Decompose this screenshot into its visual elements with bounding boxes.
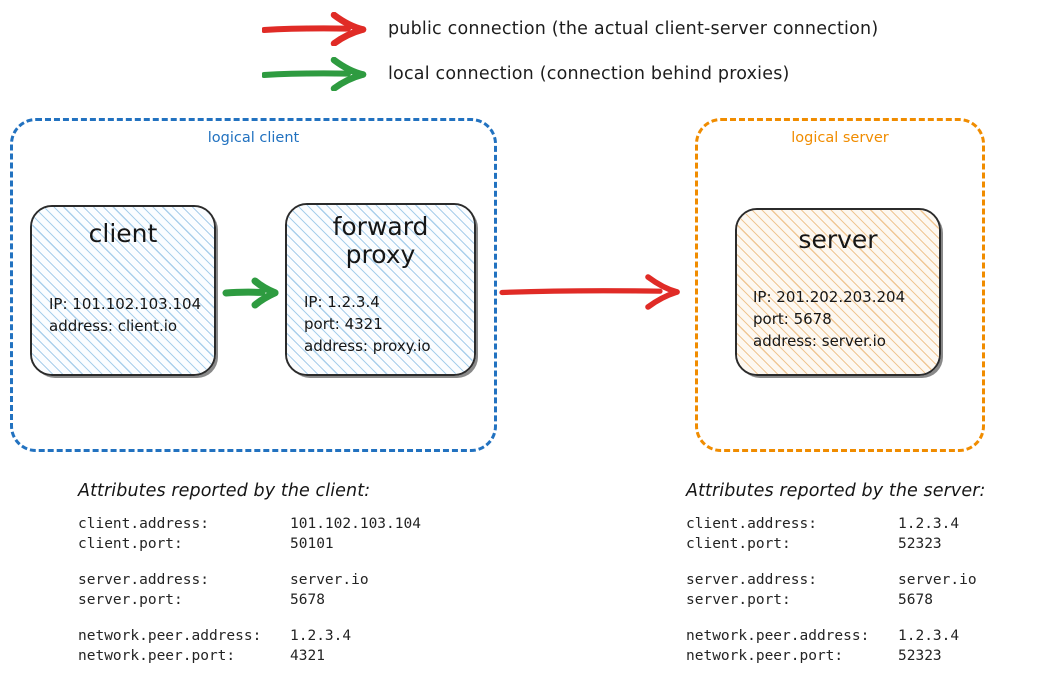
node-forward-proxy-title: forward proxy xyxy=(332,212,429,269)
attr-key: network.peer.address: xyxy=(78,628,262,644)
attr-value: 5678 xyxy=(290,592,325,608)
node-server-title: server xyxy=(798,225,878,254)
attr-key: server.port: xyxy=(78,592,183,608)
attr-value: 52323 xyxy=(898,536,942,552)
table-row: network.peer.address: 1.2.3.4 xyxy=(686,626,986,646)
table-row: client.address: 1.2.3.4 xyxy=(686,514,986,534)
server-hatch-fill xyxy=(737,210,939,374)
node-forward-proxy-properties: IP: 1.2.3.4 port: 4321 address: proxy.io xyxy=(304,291,431,357)
node-client-title: client xyxy=(88,219,158,248)
logical-client-container: logical client xyxy=(10,118,497,452)
attr-key: client.address: xyxy=(686,516,817,532)
node-client-prop-address: address: client.io xyxy=(49,317,178,336)
attr-key: server.address: xyxy=(78,572,209,588)
node-server-properties: IP: 201.202.203.204 port: 5678 address: … xyxy=(753,286,905,352)
legend-label-local-connection: local connection (connection behind prox… xyxy=(388,64,790,84)
table-row: network.peer.address: 1.2.3.4 xyxy=(78,626,421,646)
node-server-prop-port: port: 5678 xyxy=(753,310,832,329)
attributes-server-group-network-peer: network.peer.address: 1.2.3.4 network.pe… xyxy=(686,626,986,666)
table-row: client.port: 50101 xyxy=(78,534,421,554)
legend-label-public-connection: public connection (the actual client-ser… xyxy=(388,19,879,39)
attr-value: 101.102.103.104 xyxy=(290,516,421,532)
attr-key: client.port: xyxy=(686,536,791,552)
attributes-server-heading: Attributes reported by the server: xyxy=(686,481,986,501)
arrow-client-to-proxy-icon xyxy=(222,277,279,309)
red-arrow-icon xyxy=(262,12,367,46)
attributes-client-heading: Attributes reported by the client: xyxy=(78,481,371,501)
node-client-prop-ip: IP: 101.102.103.104 xyxy=(49,295,202,313)
attr-key: client.port: xyxy=(78,536,183,552)
node-client-properties: IP: 101.102.103.104 address: client.io xyxy=(49,293,201,337)
table-row: network.peer.port: 52323 xyxy=(686,646,986,666)
attributes-reported-by-client: Attributes reported by the client: clien… xyxy=(78,481,421,666)
attributes-client-group-client: client.address: 101.102.103.104 client.p… xyxy=(78,514,421,554)
attributes-client-group-network-peer: network.peer.address: 1.2.3.4 network.pe… xyxy=(78,626,421,666)
arrow-proxy-to-server-icon xyxy=(499,274,680,310)
logical-client-label: logical client xyxy=(207,130,300,146)
attr-key: client.address: xyxy=(78,516,209,532)
attr-key: network.peer.port: xyxy=(78,648,236,664)
legend-item-local-connection: local connection (connection behind prox… xyxy=(262,57,790,91)
table-row: client.port: 52323 xyxy=(686,534,986,554)
attr-value: server.io xyxy=(898,572,977,588)
node-forward-proxy-prop-ip: IP: 1.2.3.4 xyxy=(304,293,380,311)
node-server-prop-ip: IP: 201.202.203.204 xyxy=(753,288,906,306)
attr-value: 50101 xyxy=(290,536,334,552)
table-row: server.address: server.io xyxy=(78,570,421,590)
client-hatch-fill xyxy=(32,207,214,374)
node-forward-proxy-prop-port: port: 4321 xyxy=(304,315,383,334)
legend: public connection (the actual client-ser… xyxy=(0,0,1039,105)
attributes-reported-by-server: Attributes reported by the server: clien… xyxy=(686,481,986,666)
node-client: client IP: 101.102.103.104 address: clie… xyxy=(30,205,216,376)
attr-value: 4321 xyxy=(290,648,325,664)
node-server: server IP: 201.202.203.204 port: 5678 ad… xyxy=(735,208,941,376)
logical-server-container: logical server xyxy=(695,118,985,452)
table-row: network.peer.port: 4321 xyxy=(78,646,421,666)
attr-value: 52323 xyxy=(898,648,942,664)
attr-key: server.port: xyxy=(686,592,791,608)
table-row: server.port: 5678 xyxy=(78,590,421,610)
attributes-client-group-server: server.address: server.io server.port: 5… xyxy=(78,570,421,610)
attributes-server-group-client: client.address: 1.2.3.4 client.port: 523… xyxy=(686,514,986,554)
table-row: server.address: server.io xyxy=(686,570,986,590)
table-row: server.port: 5678 xyxy=(686,590,986,610)
attr-value: 1.2.3.4 xyxy=(898,628,960,644)
attr-value: 1.2.3.4 xyxy=(290,628,352,644)
green-arrow-icon xyxy=(262,57,367,91)
attr-key: network.peer.port: xyxy=(686,648,844,664)
attr-value: 1.2.3.4 xyxy=(898,516,960,532)
logical-server-label: logical server xyxy=(791,130,889,146)
table-row: client.address: 101.102.103.104 xyxy=(78,514,421,534)
forward-proxy-hatch-fill xyxy=(287,205,474,374)
legend-item-public-connection: public connection (the actual client-ser… xyxy=(262,12,878,46)
attr-value: 5678 xyxy=(898,592,933,608)
attr-key: server.address: xyxy=(686,572,817,588)
attributes-server-group-server: server.address: server.io server.port: 5… xyxy=(686,570,986,610)
node-forward-proxy-prop-address: address: proxy.io xyxy=(304,337,431,356)
attr-value: server.io xyxy=(290,572,369,588)
node-server-prop-address: address: server.io xyxy=(753,332,886,351)
attr-key: network.peer.address: xyxy=(686,628,870,644)
node-forward-proxy: forward proxy IP: 1.2.3.4 port: 4321 add… xyxy=(285,203,476,376)
